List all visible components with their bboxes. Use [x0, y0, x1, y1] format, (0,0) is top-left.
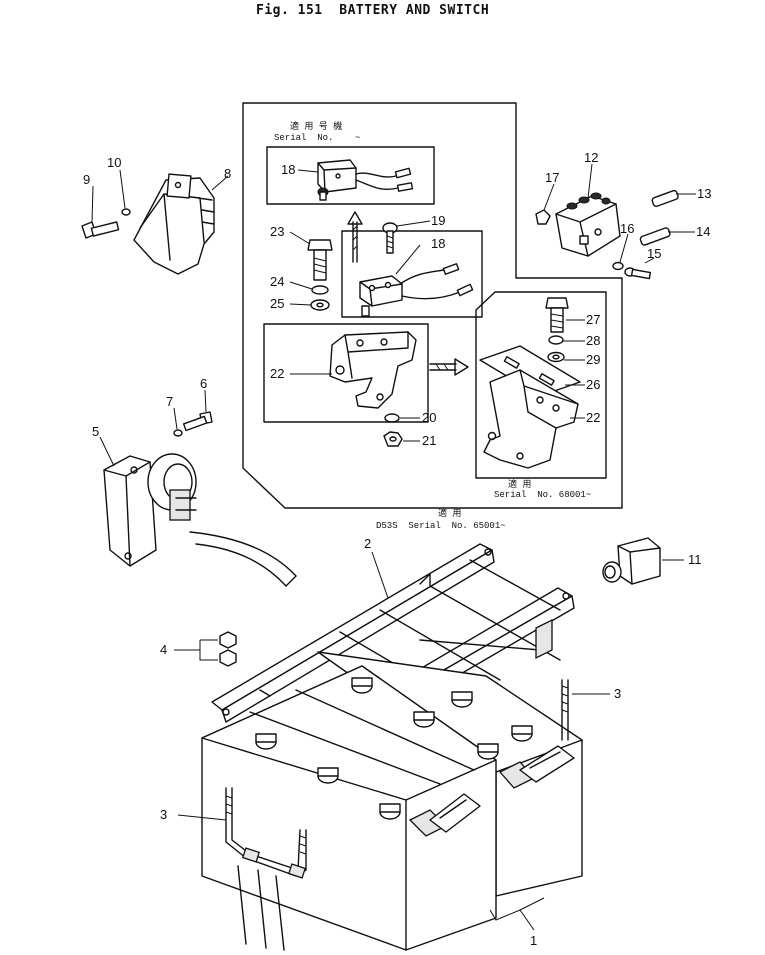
callout-20: 20: [422, 410, 436, 425]
battery-caps: [255, 677, 533, 820]
callout-4: 4: [160, 642, 167, 657]
callout-19: 19: [431, 213, 445, 228]
top-serial-glyphs: 適 用 号 機: [290, 120, 342, 132]
callout-9: 9: [83, 172, 90, 187]
callout-23: 23: [270, 224, 284, 239]
callout-24: 24: [270, 274, 284, 289]
battery-terminals: [408, 745, 575, 837]
callout-28: 28: [586, 333, 600, 348]
switch-inset-lower: [341, 230, 483, 318]
starter-switch-11: [602, 537, 661, 585]
bolt-27: [545, 297, 569, 333]
nuts-4: [219, 631, 237, 667]
top-serial-note: Serial No. ~: [274, 133, 360, 143]
callout-18-lower: 18: [431, 236, 445, 251]
washer-28: [548, 335, 564, 345]
upgrade-arrow: [347, 211, 363, 263]
washer-16: [612, 261, 624, 271]
serial-range-frame: 適 用 D53S Serial No. 65001~: [242, 102, 623, 531]
right-serial-note: Serial No. 68001~: [494, 490, 591, 500]
screw-15: [624, 267, 652, 280]
callout-18-upper: 18: [281, 162, 295, 177]
washer-7: [173, 429, 183, 437]
bracket-inset-right: 適 用 Serial No. 68001~: [475, 291, 607, 500]
variant-arrow: [429, 358, 469, 376]
main-serial-note: D53S Serial No. 65001~: [376, 521, 506, 531]
battery-relay-5: [103, 453, 197, 567]
figure-title: Fig. 151 BATTERY AND SWITCH: [256, 3, 489, 18]
mounting-bracket-22: [329, 331, 417, 409]
j-bolt-3-right: [561, 679, 569, 741]
main-serial-glyphs: 適 用: [438, 507, 461, 519]
battery-cable: [189, 531, 297, 587]
switch-inset-upper: [266, 146, 435, 205]
callout-8: 8: [224, 166, 231, 181]
callout-6: 6: [200, 376, 207, 391]
bolt-19: [382, 222, 398, 254]
bolt-9: [81, 221, 120, 239]
washer-20: [384, 413, 400, 423]
washer-10: [121, 208, 131, 216]
callout-13: 13: [697, 186, 711, 201]
screw-17: [535, 209, 551, 225]
fuse-box-12: [555, 192, 621, 257]
callout-16: 16: [620, 221, 634, 236]
callout-2: 2: [364, 536, 371, 551]
callout-7: 7: [166, 394, 173, 409]
bolt-6: [182, 411, 213, 432]
washer-25: [310, 299, 330, 311]
callout-14: 14: [696, 224, 710, 239]
fuse-14: [639, 227, 671, 246]
right-serial-glyphs: 適 用: [508, 478, 531, 490]
callout-22-right: 22: [586, 410, 600, 425]
callout-3-left: 3: [160, 807, 167, 822]
callout-15: 15: [647, 246, 661, 261]
bracket-inset: [263, 323, 429, 423]
callout-27: 27: [586, 312, 600, 327]
callout-26: 26: [586, 377, 600, 392]
nut-21: [383, 431, 403, 447]
bolt-23: [307, 239, 333, 281]
callout-29: 29: [586, 352, 600, 367]
relay-8: [133, 173, 215, 275]
bracket-22-right: [483, 369, 579, 469]
washer-24: [311, 285, 329, 295]
callout-22-left: 22: [270, 366, 284, 381]
callout-12: 12: [584, 150, 598, 165]
callout-10: 10: [107, 155, 121, 170]
toggle-switch-part: [317, 159, 414, 201]
j-bolt-3-left: [225, 787, 307, 951]
callout-11: 11: [688, 552, 702, 567]
callout-25: 25: [270, 296, 284, 311]
callout-17: 17: [545, 170, 559, 185]
callout-1: 1: [530, 933, 537, 948]
callout-5: 5: [92, 424, 99, 439]
washer-29: [547, 351, 565, 363]
toggle-switch-part-2: [359, 263, 474, 317]
callout-21: 21: [422, 433, 436, 448]
callout-3-right: 3: [614, 686, 621, 701]
batteries-1: [201, 651, 583, 951]
fuse-13: [651, 189, 679, 207]
